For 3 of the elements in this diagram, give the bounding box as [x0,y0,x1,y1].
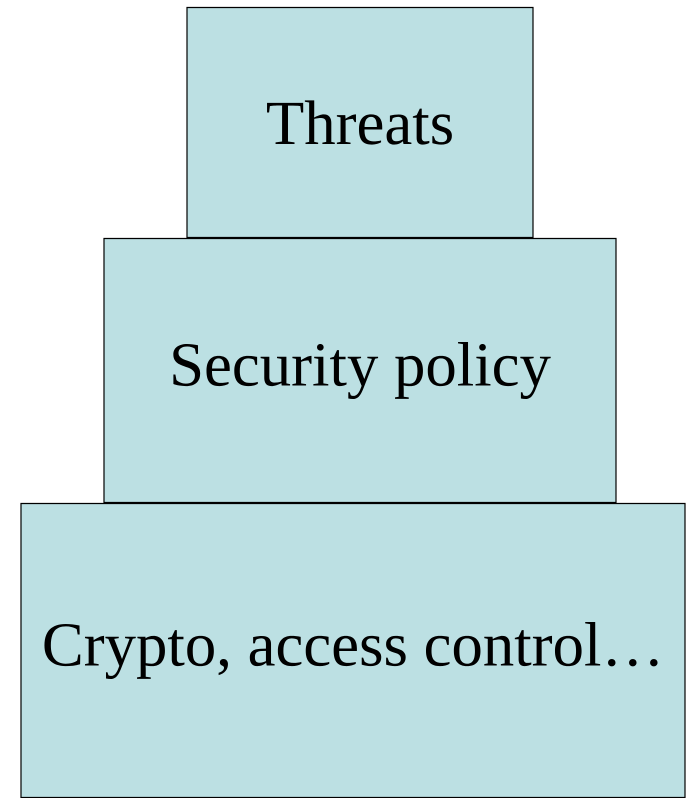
layer-box: Security policy [103,238,617,504]
layer-box: Crypto, access control… [20,502,686,798]
layer-box: Threats [186,6,534,238]
